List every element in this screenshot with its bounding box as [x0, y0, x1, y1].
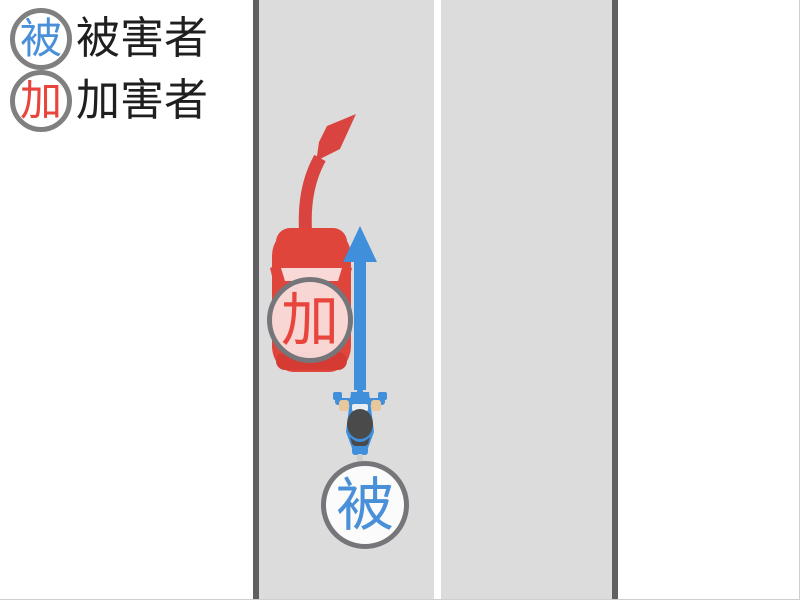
legend: 被 被害者 加 加害者	[10, 8, 250, 132]
road-edge-left	[253, 0, 259, 599]
legend-badge-victim-icon: 被	[10, 8, 72, 70]
road-badge-victim: 被	[321, 461, 409, 549]
legend-item-victim: 被 被害者	[10, 8, 250, 70]
legend-badge-perpetrator-icon: 加	[10, 70, 72, 132]
road-badge-perpetrator: 加	[267, 277, 353, 363]
legend-item-perpetrator: 加 加害者	[10, 70, 250, 132]
road-edge-right	[612, 0, 618, 599]
road-lane-far	[441, 0, 612, 599]
legend-label-victim: 被害者	[76, 13, 208, 64]
road-center-line	[434, 0, 441, 599]
legend-label-perpetrator: 加害者	[76, 75, 208, 126]
